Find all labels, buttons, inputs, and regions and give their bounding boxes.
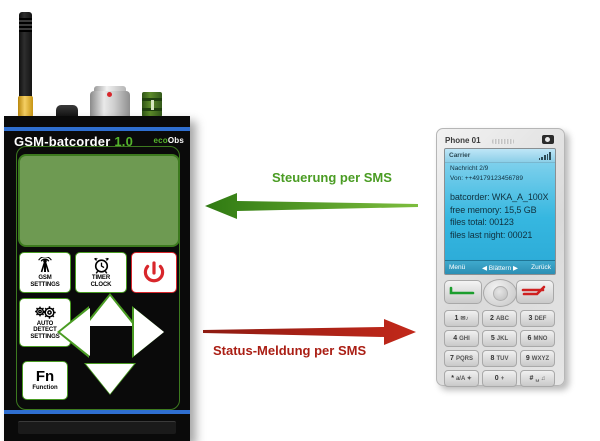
device-brand: GSM-batcorder 1.0 xyxy=(14,134,184,150)
top-button[interactable] xyxy=(56,105,78,117)
function-button[interactable]: Fn Function xyxy=(22,361,68,400)
key-hash[interactable]: #␣ ♫ xyxy=(520,370,555,387)
call-button[interactable] xyxy=(444,280,482,304)
message-meta: Nachricht 2/9 Von: ++49179123456789 xyxy=(450,164,552,184)
key-0[interactable]: 0+ xyxy=(482,370,517,387)
softkey-center[interactable]: ◀ Blättern ▶ xyxy=(481,265,518,272)
dpad-down-button[interactable] xyxy=(86,364,134,394)
status-arrow-right xyxy=(203,319,416,345)
manufacturer-eco: eco xyxy=(153,136,168,145)
phone-title: Phone 01 xyxy=(445,136,481,145)
function-sublabel: Function xyxy=(32,385,58,391)
dpad-up-button[interactable] xyxy=(86,296,134,326)
message-line: files total: 00123 xyxy=(450,217,514,227)
message-body: batcorder: WKA_A_100X free memory: 15,5 … xyxy=(450,191,554,241)
message-line: files last night: 00021 xyxy=(450,229,533,240)
control-arrow-label: Steuerung per SMS xyxy=(272,170,392,185)
device-stripe-bottom xyxy=(4,410,190,414)
device-stripe-top xyxy=(4,127,190,131)
brand-version: 1.0 xyxy=(114,134,133,149)
gsm-settings-button[interactable]: GSM SETTINGS xyxy=(19,252,71,293)
auto-detect-label-2: DETECT xyxy=(33,327,57,334)
phone-call-controls xyxy=(444,279,554,307)
connector-port[interactable] xyxy=(142,92,162,117)
antenna xyxy=(19,12,32,116)
end-call-button[interactable] xyxy=(516,280,554,304)
function-label: Fn xyxy=(35,368,55,385)
message-line: free memory: 15,5 GB xyxy=(450,204,537,215)
power-icon xyxy=(143,260,165,282)
timer-clock-label-2: CLOCK xyxy=(90,281,112,288)
carrier-label: Carrier xyxy=(449,152,471,159)
phone-screen: Carrier Nachricht 2/9 Von: ++49179123456… xyxy=(444,148,556,275)
message-sender: Von: ++49179123456789 xyxy=(450,175,524,182)
gsm-batcorder-device: GSM-batcorder 1.0 ecoObs GSM SETTINGS xyxy=(4,12,190,441)
manufacturer-obs: Obs xyxy=(167,136,184,145)
softkey-right[interactable]: Zurück xyxy=(531,264,551,271)
power-button[interactable] xyxy=(131,252,177,293)
alarm-clock-icon xyxy=(93,257,109,274)
key-1[interactable]: 1✉♪ xyxy=(444,310,479,327)
earpiece-speaker-icon xyxy=(492,139,514,144)
control-arrow-left xyxy=(205,193,418,219)
message-line: batcorder: WKA_A_100X xyxy=(450,192,549,202)
device-lcd-display xyxy=(18,154,180,247)
mobile-phone: Phone 01 Carrier Nachricht 2/9 Von: ++49… xyxy=(436,128,565,387)
message-index: Nachricht 2/9 xyxy=(450,165,489,172)
call-handset-icon xyxy=(449,286,475,295)
brand-name: GSM-batcorder xyxy=(14,134,111,149)
signal-strength-icon xyxy=(538,152,551,160)
dpad-left-button[interactable] xyxy=(60,308,90,356)
antenna-base xyxy=(18,96,33,117)
manufacturer-logo: ecoObs xyxy=(153,136,184,145)
timer-clock-label-1: TIMER xyxy=(91,275,111,281)
key-star[interactable]: *a/A ✦ xyxy=(444,370,479,387)
navigation-pad[interactable] xyxy=(483,279,517,307)
auto-detect-label-3: SETTINGS xyxy=(30,333,60,340)
dpad-right-button[interactable] xyxy=(134,308,164,356)
microphone-cap xyxy=(94,86,126,93)
microphone-indicator-icon xyxy=(107,92,112,97)
keypad-row: *a/A ✦ 0+ #␣ ♫ xyxy=(444,370,555,387)
status-arrow-label: Status-Meldung per SMS xyxy=(213,343,367,358)
antenna-signal-icon xyxy=(38,257,52,273)
timer-clock-button[interactable]: TIMER CLOCK xyxy=(75,252,127,293)
auto-detect-label-1: AUTO xyxy=(36,320,54,327)
softkey-left[interactable]: Menü xyxy=(449,264,466,271)
phone-softkey-bar: Menü ◀ Blättern ▶ Zurück xyxy=(445,260,555,274)
gears-icon xyxy=(35,306,56,319)
gsm-settings-label-1: GSM xyxy=(38,275,52,281)
camera-icon xyxy=(542,135,554,144)
phone-status-bar: Carrier xyxy=(445,149,555,163)
device-card-slot xyxy=(18,421,176,434)
end-call-handset-icon xyxy=(521,285,546,296)
gsm-settings-label-2: SETTINGS xyxy=(30,281,60,288)
